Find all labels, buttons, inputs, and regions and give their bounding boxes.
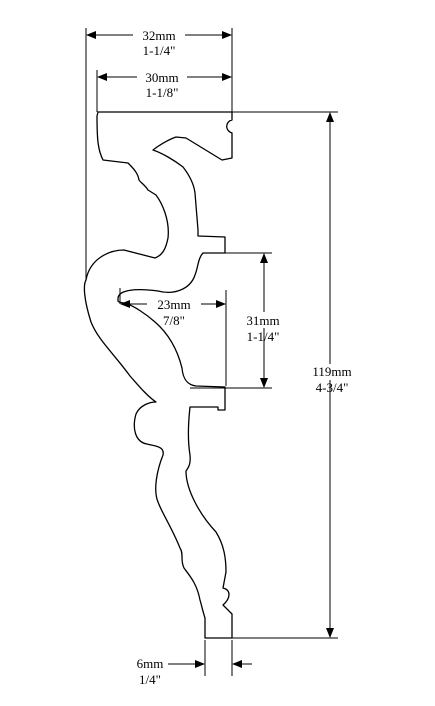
label-bottom-metric: 6mm (137, 656, 164, 671)
label-inner-height-metric: 31mm (246, 313, 279, 328)
label-top-outer-metric: 32mm (142, 28, 175, 43)
label-inner-height-imperial: 1-1/4" (247, 329, 280, 344)
label-total-height-metric: 119mm (312, 364, 351, 379)
molding-profile (83, 111, 233, 639)
extension-lines (85, 28, 338, 676)
label-inner-width-imperial: 7/8" (163, 313, 185, 328)
label-top-inner-metric: 30mm (145, 70, 178, 85)
label-top-inner-imperial: 1-1/8" (146, 85, 179, 100)
dimension-lines (86, 31, 334, 668)
label-total-height-imperial: 4-3/4" (316, 380, 349, 395)
label-top-outer-imperial: 1-1/4" (143, 43, 176, 58)
label-inner-width-metric: 23mm (157, 297, 190, 312)
label-bottom-imperial: 1/4" (139, 672, 161, 687)
